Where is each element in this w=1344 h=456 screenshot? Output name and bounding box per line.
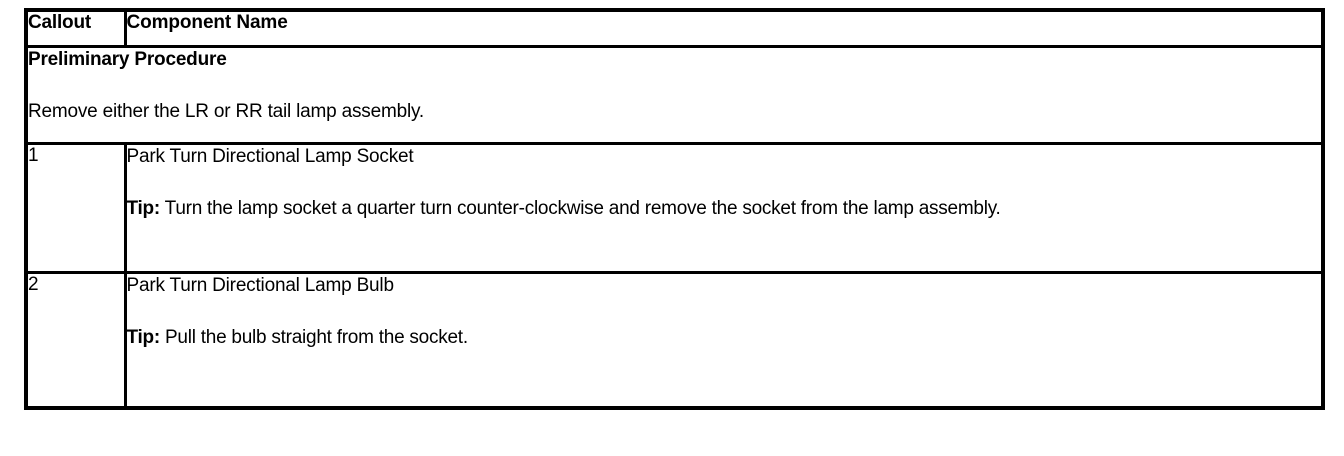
component-tip: Tip: Turn the lamp socket a quarter turn… <box>127 197 1322 221</box>
callout-number-cell: 2 <box>24 271 127 410</box>
preliminary-procedure-title: Preliminary Procedure <box>28 49 227 70</box>
table-row: 2 Park Turn Directional Lamp Bulb Tip: P… <box>24 271 1325 410</box>
component-detail-cell: Park Turn Directional Lamp Bulb Tip: Pul… <box>123 271 1325 410</box>
preliminary-procedure-row: Preliminary Procedure Remove either the … <box>24 45 1325 145</box>
component-name-text: Park Turn Directional Lamp Bulb <box>126 275 395 296</box>
preliminary-procedure-cell: Preliminary Procedure Remove either the … <box>24 45 1325 145</box>
component-detail-spacer <box>127 298 1322 326</box>
component-name-text: Park Turn Directional Lamp Socket <box>126 146 414 167</box>
table-row: 1 Park Turn Directional Lamp Socket Tip:… <box>24 142 1325 274</box>
column-header-callout-label: Callout <box>28 12 91 33</box>
component-tip: Tip: Pull the bulb straight from the soc… <box>127 326 1322 350</box>
preliminary-procedure-spacer <box>28 72 1321 100</box>
table-header-row: Callout Component Name <box>24 8 1325 48</box>
callout-number: 2 <box>28 274 39 295</box>
tip-label: Tip: <box>126 327 161 348</box>
component-detail-spacer <box>127 169 1322 197</box>
column-header-component-name-label: Component Name <box>126 12 288 33</box>
callout-number: 1 <box>28 145 39 166</box>
component-detail-cell: Park Turn Directional Lamp Socket Tip: T… <box>123 142 1325 274</box>
tip-text: Turn the lamp socket a quarter turn coun… <box>159 198 1001 219</box>
column-header-callout: Callout <box>24 8 127 48</box>
tip-label: Tip: <box>126 198 161 219</box>
preliminary-procedure-body: Remove either the LR or RR tail lamp ass… <box>28 101 424 122</box>
column-header-component-name: Component Name <box>123 8 1325 48</box>
component-procedure-table: Callout Component Name Preliminary Proce… <box>24 8 1325 410</box>
tip-text: Pull the bulb straight from the socket. <box>159 327 468 348</box>
callout-number-cell: 1 <box>24 142 127 274</box>
